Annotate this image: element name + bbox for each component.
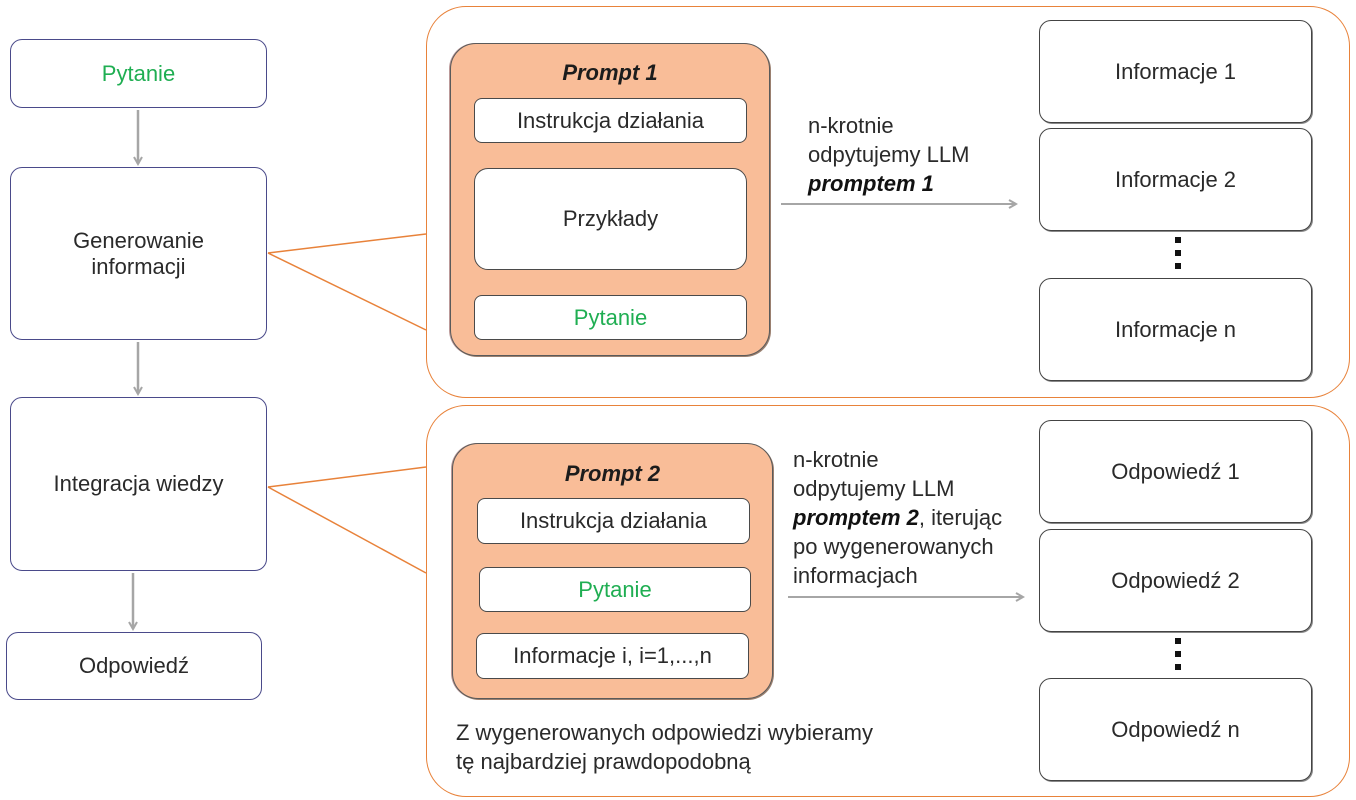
info-result-1: Informacje 1: [1039, 20, 1312, 123]
callout-line-int-bottom: [267, 486, 427, 574]
callout-line-int-top: [267, 466, 427, 488]
query-note-2-line2: odpytujemy LLM: [793, 476, 955, 501]
flow-generate-label: Generowanie informacji: [73, 227, 204, 279]
flow-integrate-label: Integracja wiedzy: [53, 471, 224, 496]
prompt-2-info-item: Informacje i, i=1,...,n: [476, 633, 749, 679]
flow-answer-label: Odpowiedź: [78, 653, 190, 678]
info-result-n: Informacje n: [1039, 278, 1312, 381]
ellipsis-dots-1: [1168, 237, 1188, 276]
prompt-1-examples: Przykłady: [474, 168, 747, 270]
callout-line-gen-bottom: [267, 252, 427, 331]
flow-answer-box: Odpowiedź: [6, 632, 262, 700]
selection-note-line2: tę najbardziej prawdopodobną: [456, 749, 751, 774]
query-note-1-line2: odpytujemy LLM: [808, 142, 970, 167]
selection-note-line1: Z wygenerowanych odpowiedzi wybieramy: [456, 720, 873, 745]
flow-question-label: Pytanie: [101, 60, 176, 86]
prompt-2-question: Pytanie: [479, 567, 751, 612]
flow-integrate-box: Integracja wiedzy: [10, 397, 267, 571]
flow-generate-box: Generowanie informacji: [10, 167, 267, 340]
query-note-2-line5: informacjach: [793, 563, 918, 588]
selection-note: Z wygenerowanych odpowiedzi wybieramy tę…: [456, 718, 976, 776]
answer-result-2: Odpowiedź 2: [1039, 529, 1312, 632]
prompt-2-instruction: Instrukcja działania: [477, 498, 750, 544]
prompt-1-instruction: Instrukcja działania: [474, 98, 747, 143]
prompt-1-question: Pytanie: [474, 295, 747, 340]
answer-result-1: Odpowiedź 1: [1039, 420, 1312, 523]
query-note-2-after-bold: , iterując: [918, 505, 1003, 530]
query-note-1-bold: promptem 1: [808, 171, 934, 196]
ellipsis-dots-2: [1168, 638, 1188, 677]
callout-line-gen-top: [267, 233, 427, 254]
query-note-2-line4: po wygenerowanych: [793, 534, 994, 559]
query-note-2-line1: n-krotnie: [793, 447, 879, 472]
flow-question-box: Pytanie: [10, 39, 267, 108]
prompt-2-title: Prompt 2: [564, 461, 661, 486]
query-note-2: n-krotnie odpytujemy LLM promptem 2, ite…: [793, 445, 1033, 590]
query-note-2-bold: promptem 2: [793, 505, 919, 530]
info-result-2: Informacje 2: [1039, 128, 1312, 231]
query-note-1-line1: n-krotnie: [808, 113, 894, 138]
prompt-1-title: Prompt 1: [562, 60, 658, 85]
answer-result-n: Odpowiedź n: [1039, 678, 1312, 781]
query-note-1: n-krotnie odpytujemy LLM promptem 1: [808, 111, 1028, 198]
